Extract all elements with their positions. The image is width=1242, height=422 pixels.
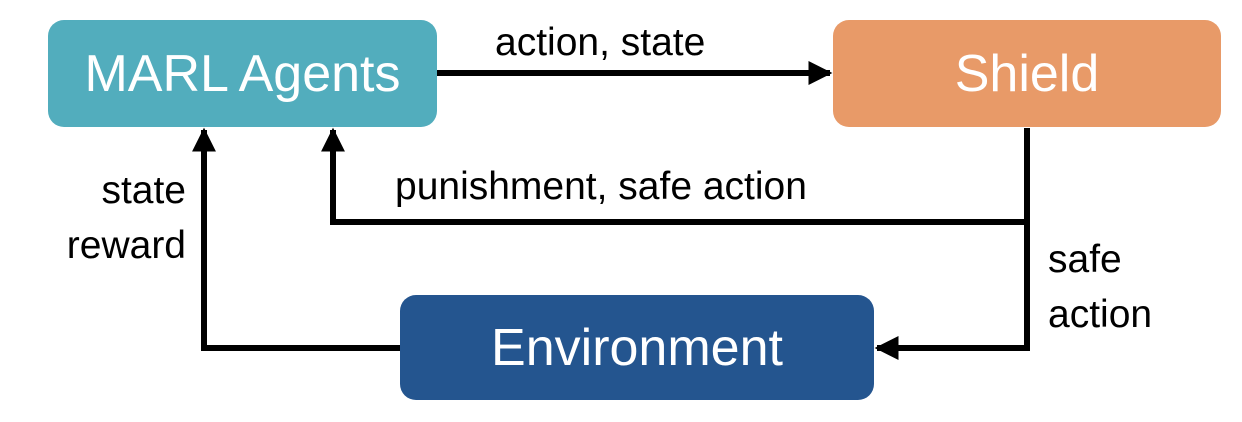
- arrow-punishment-safe-action: [321, 127, 1030, 225]
- arrow-state-reward: [192, 127, 400, 351]
- arrow-safe-action: [874, 222, 1030, 360]
- node-shield: Shield: [833, 20, 1221, 127]
- node-marl-agents: MARL Agents: [48, 20, 437, 127]
- edge-label-action-state: action, state: [495, 21, 706, 64]
- edge-label-safe-action-line2: action: [1048, 293, 1153, 336]
- node-shield-label: Shield: [954, 44, 1100, 103]
- edge-label-punishment-safe-action: punishment, safe action: [395, 165, 807, 208]
- node-environment: Environment: [400, 295, 874, 400]
- node-environment-label: Environment: [491, 318, 783, 377]
- edge-label-safe-action-line1: safe: [1048, 238, 1122, 281]
- node-marl-agents-label: MARL Agents: [84, 44, 401, 103]
- edge-label-state: state: [101, 169, 186, 212]
- edge-label-reward: reward: [66, 224, 186, 267]
